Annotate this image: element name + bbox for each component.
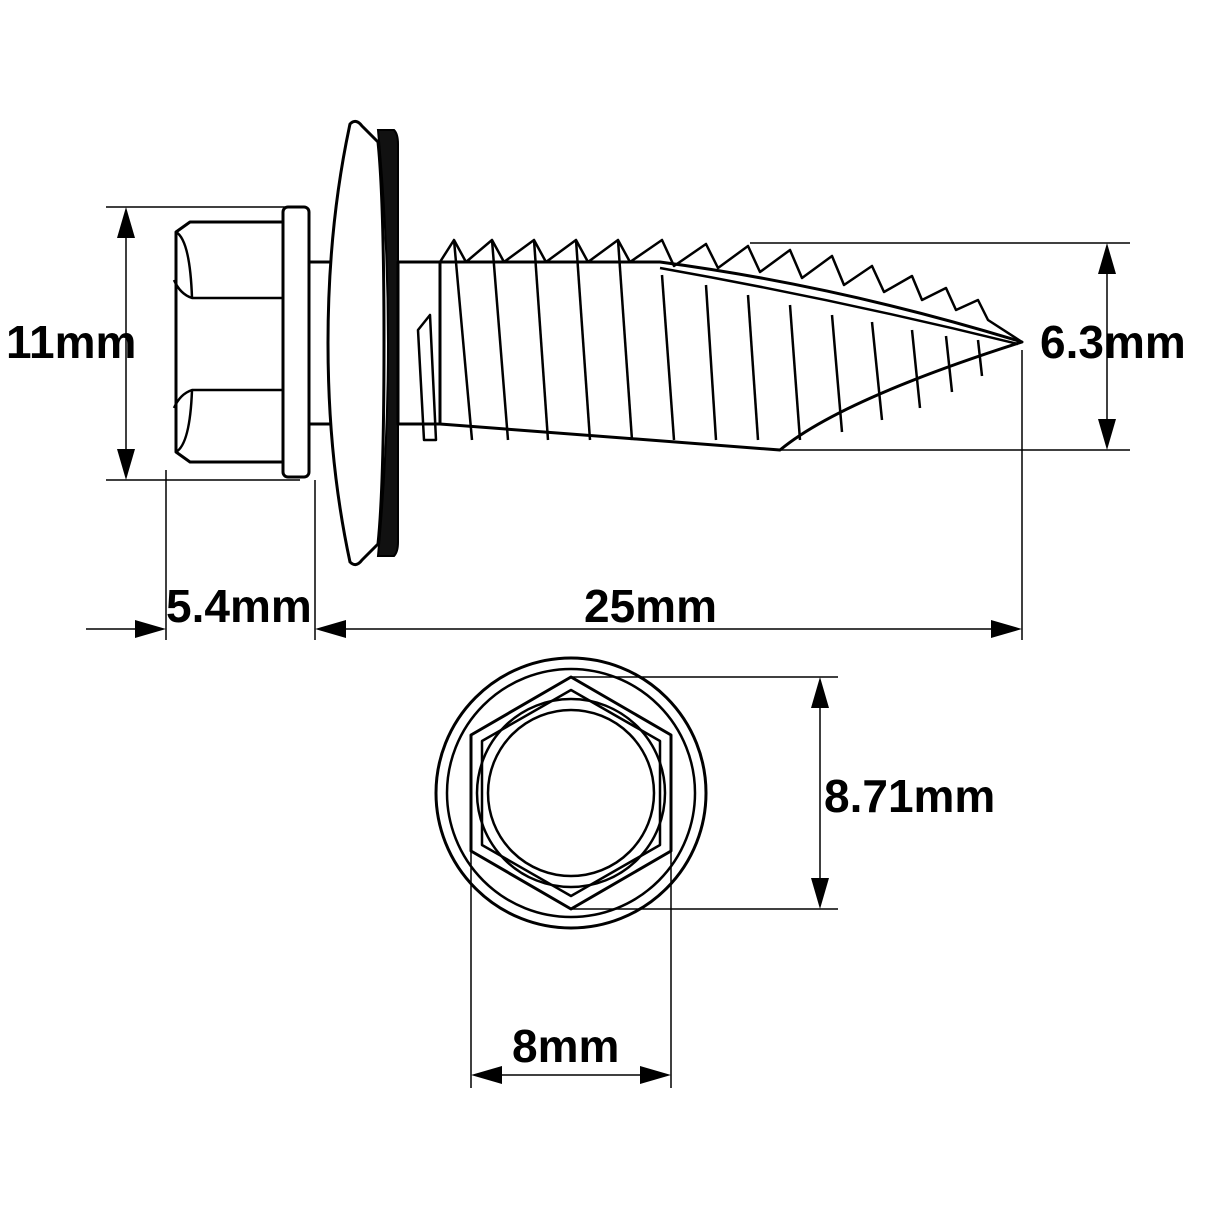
flange xyxy=(281,205,311,479)
washer xyxy=(326,119,386,567)
rubber-seal xyxy=(376,129,399,557)
dimension-shank-length xyxy=(315,350,1023,640)
inner-circle xyxy=(475,697,667,889)
label-thread-diameter: 6.3mm xyxy=(1040,316,1186,368)
label-head-height: 11mm xyxy=(6,316,136,368)
screw-end-view xyxy=(434,656,708,930)
thread-lines xyxy=(416,239,1019,442)
label-hex-across-corners: 8.71mm xyxy=(824,770,995,822)
label-shank-length: 25mm xyxy=(584,580,717,632)
dimension-head-length xyxy=(86,470,316,640)
label-hex-across-flats: 8mm xyxy=(512,1020,619,1072)
thread-body xyxy=(438,260,1024,452)
dimension-hex-across-flats xyxy=(470,851,672,1088)
screw-side-view xyxy=(172,119,1024,567)
thread-crests-top xyxy=(438,238,1023,344)
dimension-hex-across-corners xyxy=(571,676,838,910)
dimension-thread-diameter xyxy=(750,242,1130,451)
hex-head xyxy=(172,220,285,464)
label-head-length: 5.4mm xyxy=(166,580,312,632)
dimension-head-height xyxy=(106,206,300,481)
